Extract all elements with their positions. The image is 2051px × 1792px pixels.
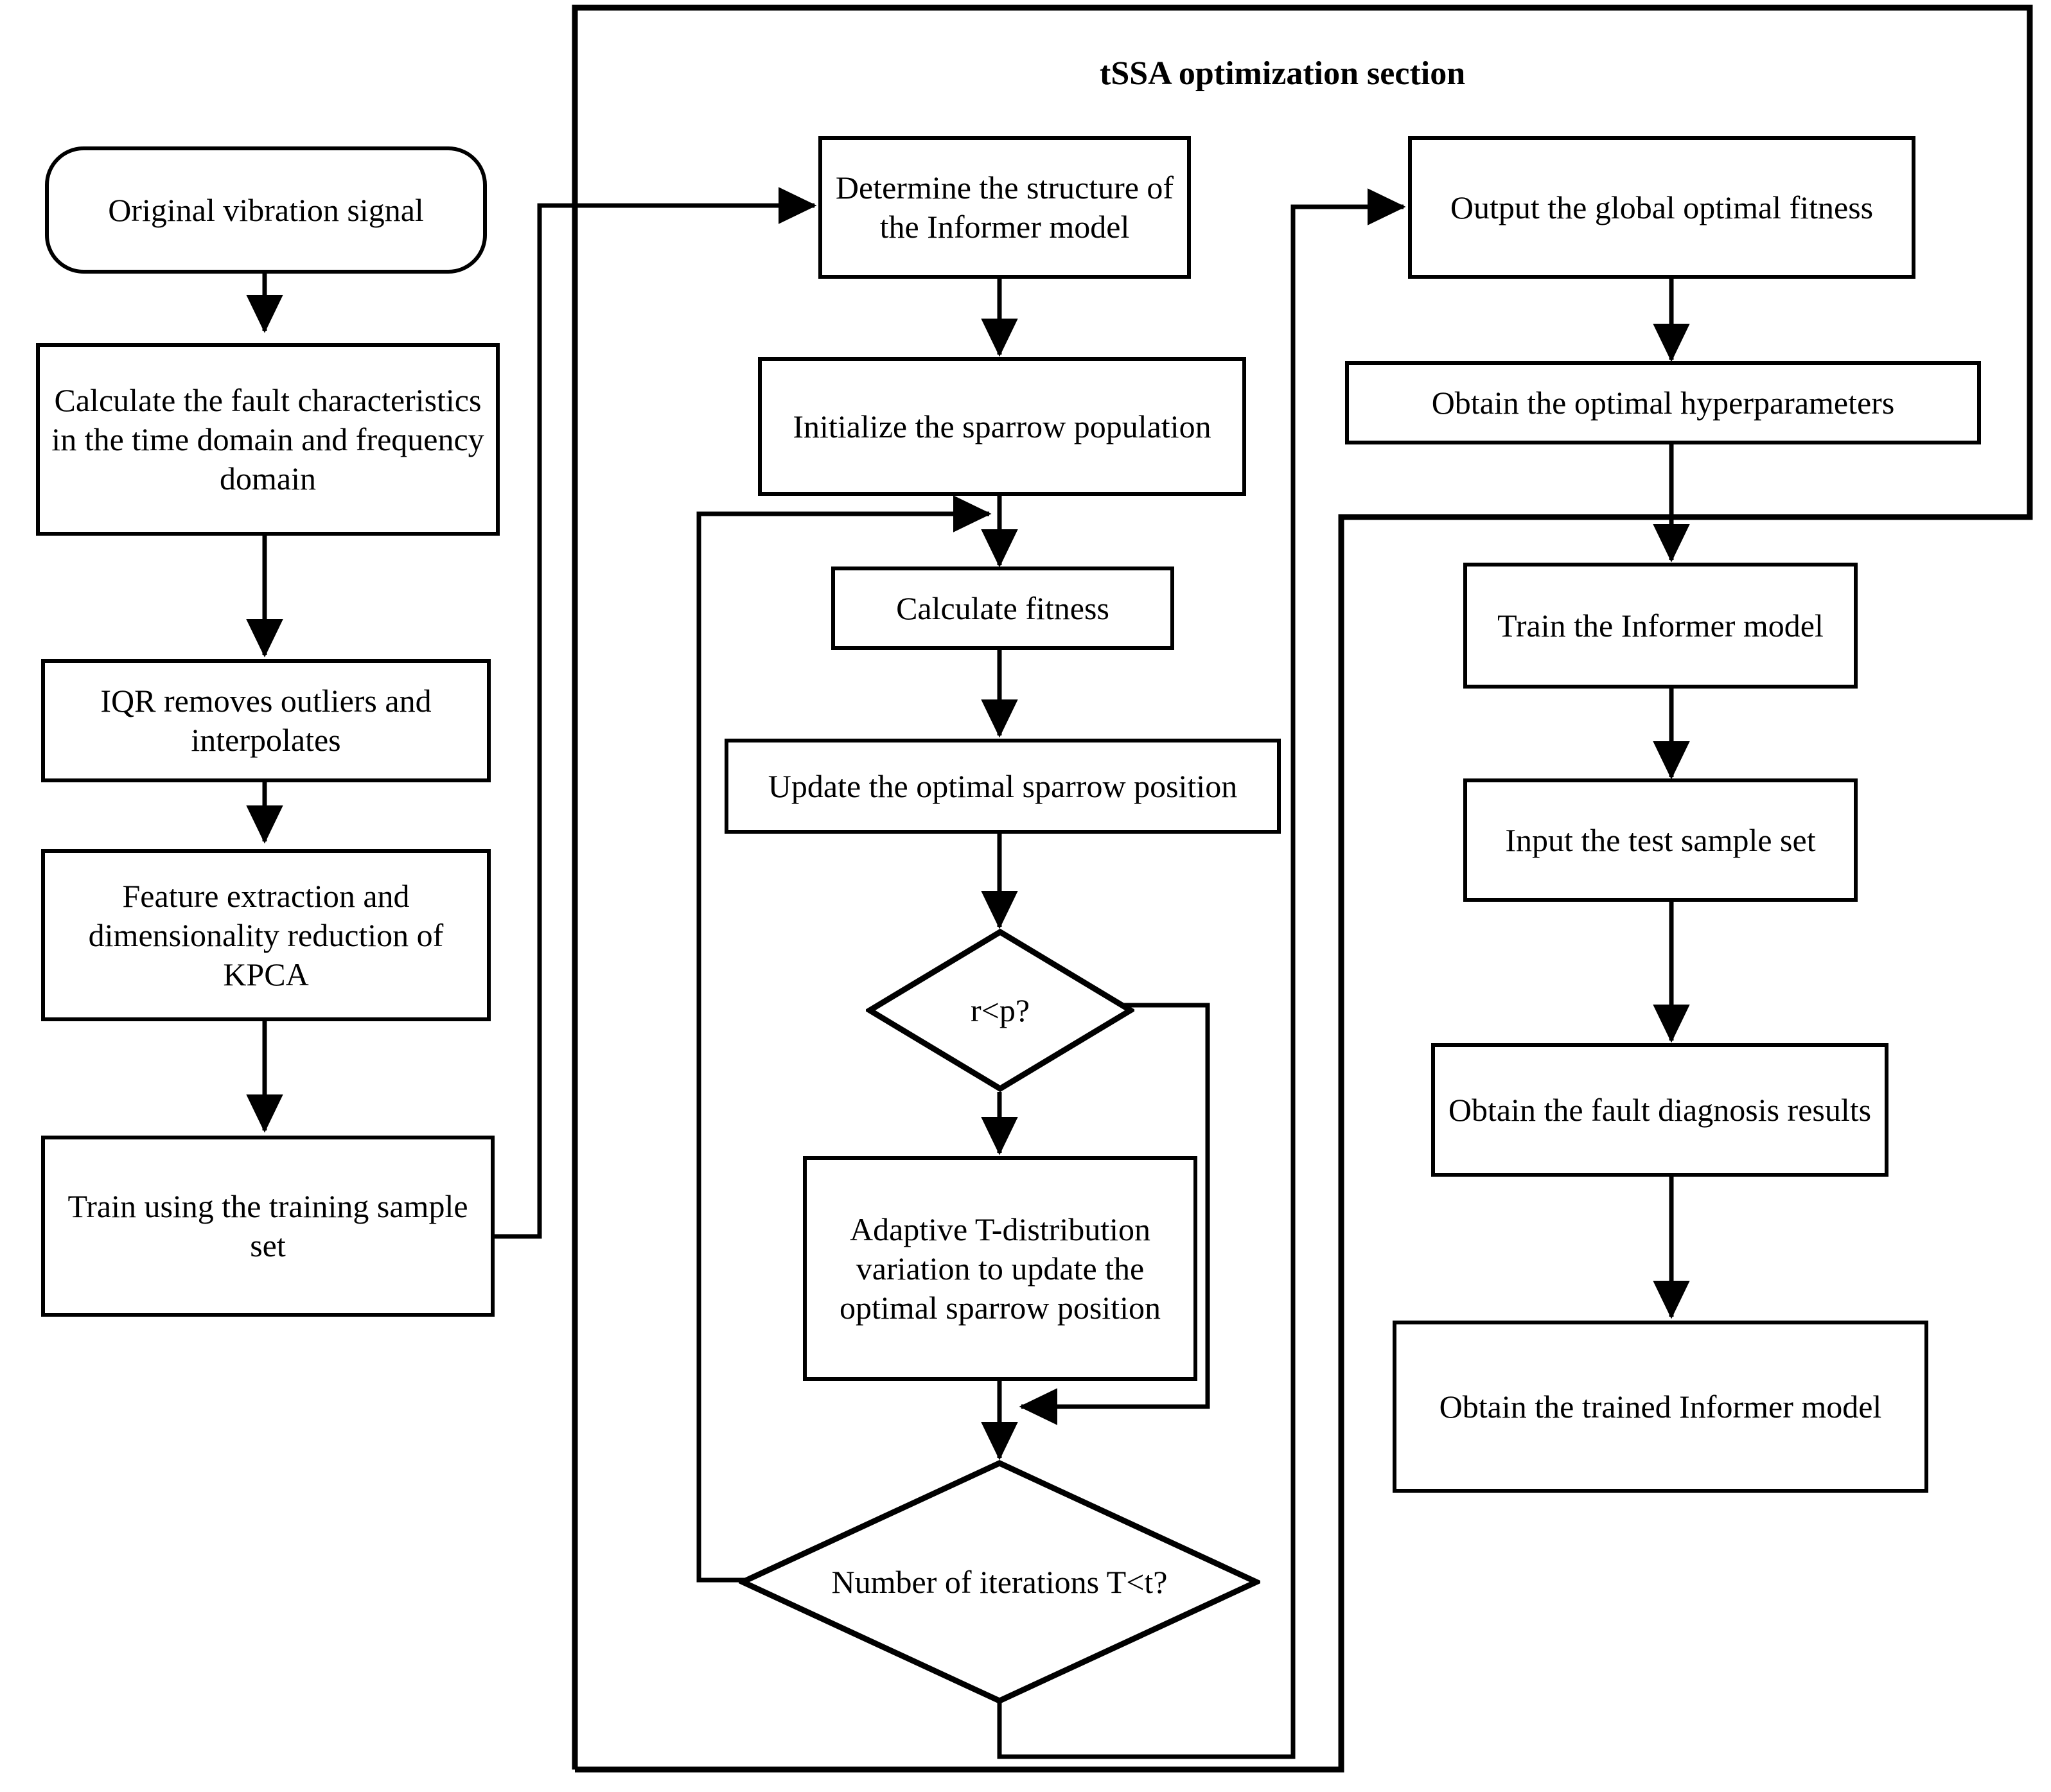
node-label: Number of iterations T<t? <box>831 1563 1168 1600</box>
node-feature-extraction-kpca[interactable]: Feature extraction and dimensionality re… <box>41 849 491 1021</box>
node-label: Obtain the fault diagnosis results <box>1448 1091 1872 1128</box>
node-label: Calculate fitness <box>896 590 1109 626</box>
node-update-optimal-sparrow-position[interactable]: Update the optimal sparrow position <box>725 739 1281 834</box>
node-label: r<p? <box>970 992 1030 1028</box>
node-train-using-training-sample-set[interactable]: Train using the training sample set <box>41 1136 495 1317</box>
node-label: Calculate the fault characteristics in t… <box>51 382 484 496</box>
node-calculate-fitness[interactable]: Calculate fitness <box>831 567 1174 650</box>
node-output-global-optimal-fitness[interactable]: Output the global optimal fitness <box>1408 136 1915 279</box>
node-obtain-optimal-hyperparameters[interactable]: Obtain the optimal hyperparameters <box>1345 361 1981 444</box>
node-label: Adaptive T-distribution variation to upd… <box>840 1211 1161 1326</box>
node-determine-informer-structure[interactable]: Determine the structure of the Informer … <box>818 136 1191 279</box>
node-label: Feature extraction and dimensionality re… <box>88 877 444 992</box>
node-train-the-informer-model[interactable]: Train the Informer model <box>1463 563 1858 689</box>
node-label: Train using the training sample set <box>67 1188 468 1263</box>
node-original-vibration-signal[interactable]: Original vibration signal <box>45 146 487 274</box>
node-decision-number-of-iterations[interactable]: Number of iterations T<t? <box>739 1459 1260 1705</box>
node-calculate-fault-characteristics[interactable]: Calculate the fault characteristics in t… <box>36 343 500 536</box>
node-label: Update the optimal sparrow position <box>768 768 1238 804</box>
node-label: Input the test sample set <box>1505 821 1816 858</box>
node-label: Original vibration signal <box>108 191 424 228</box>
node-iqr-removes-outliers[interactable]: IQR removes outliers and interpolates <box>41 659 491 782</box>
node-label: IQR removes outliers and interpolates <box>100 683 432 758</box>
node-initialize-sparrow-population[interactable]: Initialize the sparrow population <box>758 357 1246 496</box>
node-label: Determine the structure of the Informer … <box>835 170 1174 245</box>
node-obtain-fault-diagnosis-results[interactable]: Obtain the fault diagnosis results <box>1431 1043 1888 1177</box>
node-decision-r-lt-p[interactable]: r<p? <box>866 928 1134 1093</box>
node-label: Initialize the sparrow population <box>793 408 1211 444</box>
node-label: Output the global optimal fitness <box>1450 189 1874 225</box>
node-obtain-trained-informer-model[interactable]: Obtain the trained Informer model <box>1393 1321 1928 1493</box>
section-title-tssa: tSSA optimization section <box>1100 55 1466 92</box>
node-label: Obtain the trained Informer model <box>1439 1388 1882 1425</box>
node-label: Train the Informer model <box>1497 607 1824 644</box>
node-input-test-sample-set[interactable]: Input the test sample set <box>1463 778 1858 902</box>
node-label: Obtain the optimal hyperparameters <box>1431 384 1895 421</box>
node-adaptive-t-distribution-variation[interactable]: Adaptive T-distribution variation to upd… <box>803 1156 1197 1381</box>
